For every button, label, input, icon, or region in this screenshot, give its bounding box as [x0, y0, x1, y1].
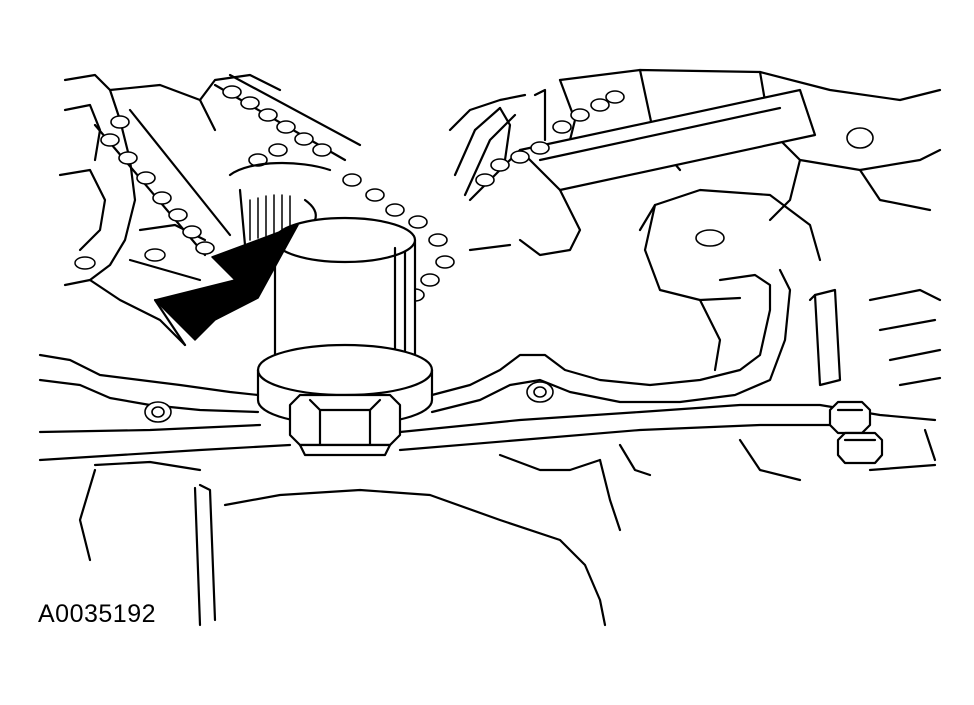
- chain-links-left: [100, 115, 215, 255]
- right-mounting-boss: [468, 188, 822, 372]
- timing-chain: [93, 73, 625, 302]
- chain-tensioner: [448, 88, 547, 197]
- side-bolt: [808, 288, 942, 472]
- chain-links-upper-right: [475, 90, 625, 187]
- pointer-arrow-icon: [153, 224, 299, 347]
- chain-guide-rail: [468, 88, 817, 202]
- oil-pan-flange: [38, 268, 937, 462]
- oil-pan-lower: [78, 438, 802, 627]
- figure-id-label: A0035192: [38, 600, 157, 628]
- chain-links-top: [222, 85, 332, 167]
- crankshaft-sprocket: [228, 161, 332, 247]
- crankshaft-bolt: [288, 393, 402, 457]
